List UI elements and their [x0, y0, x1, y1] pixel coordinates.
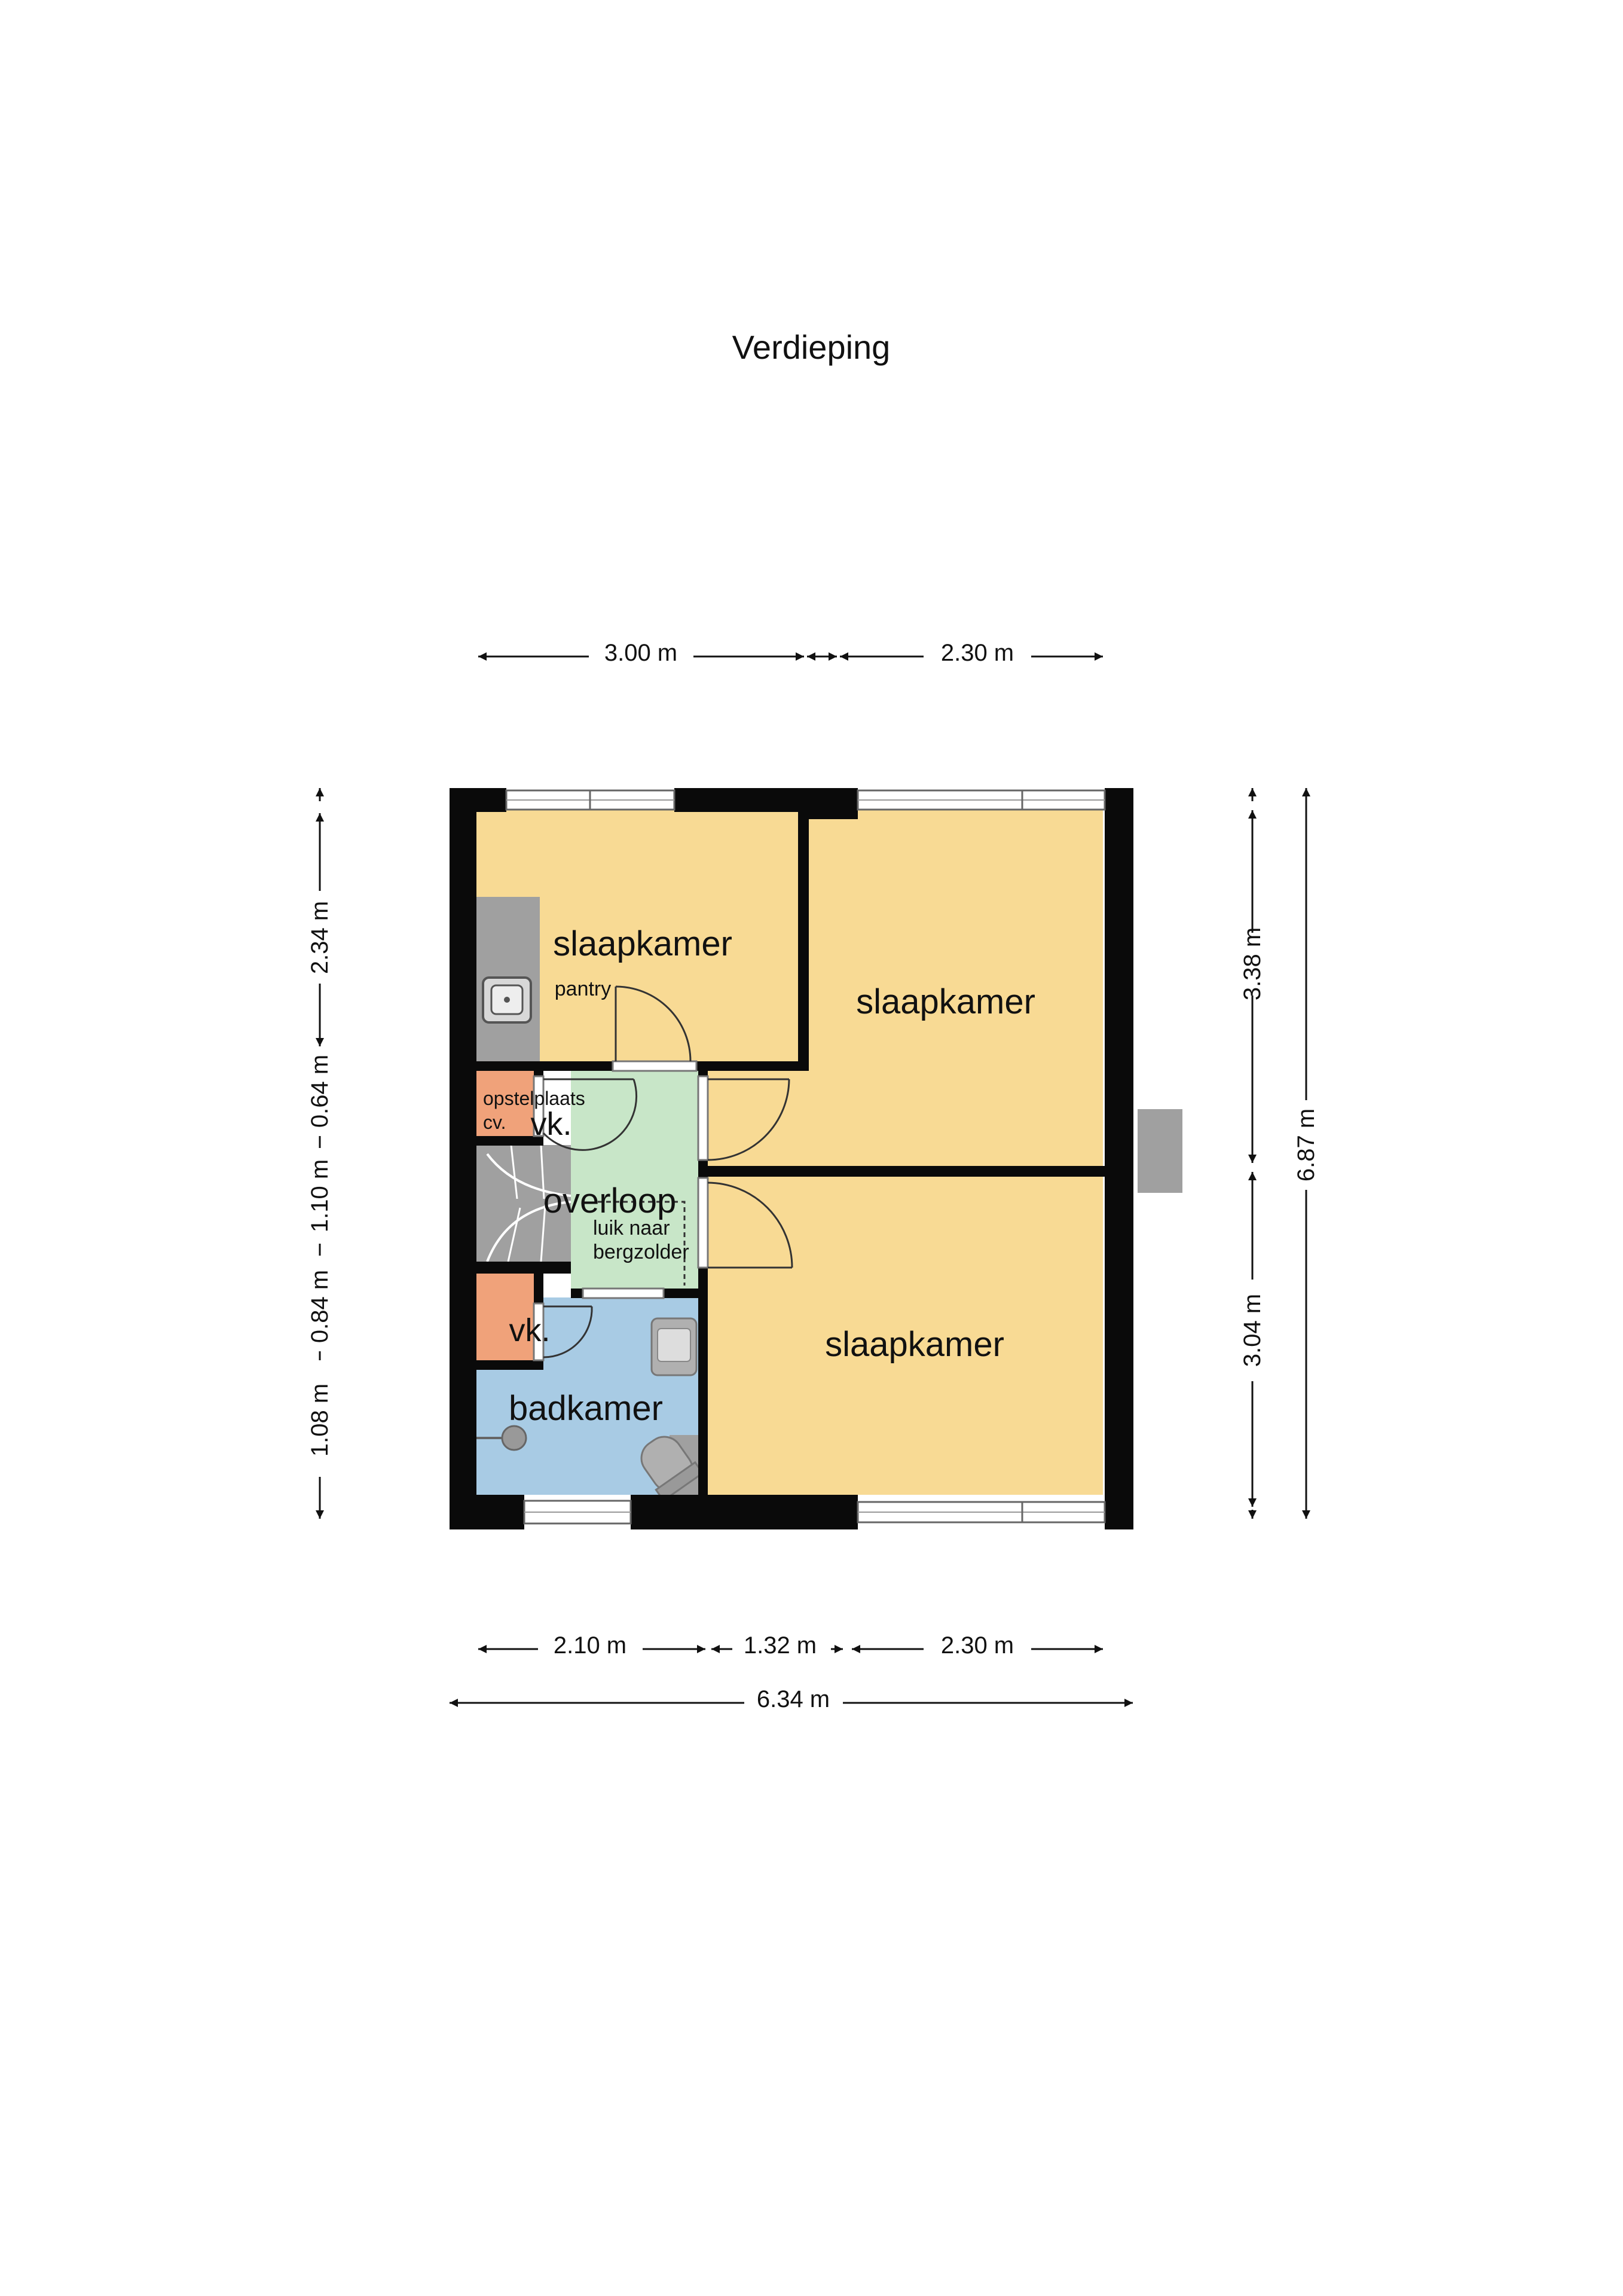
outer-wall-right	[1105, 788, 1133, 1529]
window-bottom-right	[857, 1501, 1106, 1523]
outer-wall-top-c	[802, 788, 858, 819]
closet-top-fill	[475, 1070, 535, 1136]
dim-left-1: 2.34 m	[307, 901, 333, 974]
inner-wall-bedroom1-bottom-b	[696, 1061, 809, 1071]
label-bedroom-top-left: slaapkamer	[553, 924, 732, 963]
dim-bottom-1: 2.10 m	[554, 1632, 626, 1659]
fixtures	[475, 897, 1182, 1502]
dimension-lines	[316, 652, 1310, 1707]
door-bedroom-bottom	[697, 1177, 793, 1269]
label-bedroom-right: slaapkamer	[856, 982, 1035, 1021]
windows	[505, 789, 1106, 1525]
door-bedroom1	[612, 985, 698, 1072]
outer-wall-bottom-a	[450, 1495, 524, 1529]
dim-top-2: 2.30 m	[941, 640, 1014, 666]
inner-wall-closet-bottom-bottom	[475, 1360, 543, 1370]
door-closet-bottom	[533, 1302, 593, 1361]
label-hatch-2: bergzolder	[593, 1241, 689, 1263]
chimney	[1138, 1109, 1182, 1193]
label-opstel-2: cv.	[483, 1112, 506, 1133]
dim-right-2: 3.04 m	[1239, 1294, 1266, 1367]
dim-left-4: 0.84 m	[307, 1270, 333, 1343]
inner-wall-bedroom1-bottom-a	[475, 1061, 613, 1071]
label-bathroom: badkamer	[509, 1389, 663, 1428]
inner-wall-bedroom1-right	[798, 810, 809, 1070]
inner-wall-bedrooms-split	[698, 1166, 1105, 1177]
label-opstel-1: opstelplaats	[483, 1088, 585, 1109]
outer-wall-left	[450, 788, 476, 1529]
window-bottom-left	[523, 1500, 632, 1525]
label-bedroom-bottom: slaapkamer	[825, 1325, 1004, 1364]
hatch-outline	[598, 1201, 686, 1286]
dim-top-1: 3.00 m	[604, 640, 677, 666]
dim-bottom-2: 1.32 m	[744, 1632, 817, 1659]
dim-left-2: 0.64 m	[307, 1055, 333, 1128]
window-top-left	[505, 789, 676, 811]
bedroom-right-fill	[807, 792, 1103, 1166]
plan-title: Verdieping	[732, 328, 891, 366]
door-closet-top	[533, 1075, 638, 1151]
inner-wall-closet-top-bottom	[475, 1136, 543, 1146]
door-landing-bathroom	[582, 1287, 665, 1299]
dim-left-3: 1.10 m	[307, 1159, 333, 1232]
closet-bottom-fill	[475, 1274, 535, 1363]
dim-right-total: 6.87 m	[1293, 1109, 1319, 1181]
outer-wall-top-a	[450, 788, 506, 812]
dim-bottom-3: 2.30 m	[941, 1632, 1014, 1659]
dimension-labels: 3.00 m 2.30 m 2.10 m 1.32 m 2.30 m 6.34 …	[307, 640, 1319, 1712]
dim-left-5: 1.08 m	[307, 1384, 333, 1457]
walls	[450, 788, 1133, 1529]
window-top-right	[857, 789, 1106, 811]
dim-right-1: 3.38 m	[1239, 927, 1266, 1000]
label-pantry: pantry	[555, 978, 612, 1000]
bathroom-sink-round-icon	[501, 1425, 527, 1451]
label-closet-bottom: vk.	[509, 1312, 550, 1348]
doors	[533, 985, 793, 1361]
inner-wall-landing-bottom	[475, 1262, 571, 1274]
dim-bottom-total: 6.34 m	[757, 1686, 830, 1712]
door-bedroom-right	[697, 1075, 790, 1161]
bedroom-right-lower-fill	[705, 1061, 813, 1166]
bedroom-bottom-fill	[705, 1175, 1103, 1495]
outer-wall-bottom-b	[631, 1495, 858, 1529]
inner-wall-landing-bottom-right	[664, 1289, 705, 1298]
room-labels: slaapkamer pantry slaapkamer slaapkamer …	[483, 924, 1035, 1428]
label-closet-top: vk.	[530, 1106, 571, 1142]
inner-wall-stair-landing	[571, 1289, 583, 1298]
label-landing: overloop	[543, 1181, 676, 1220]
label-hatch-1: luik naar	[593, 1217, 670, 1239]
